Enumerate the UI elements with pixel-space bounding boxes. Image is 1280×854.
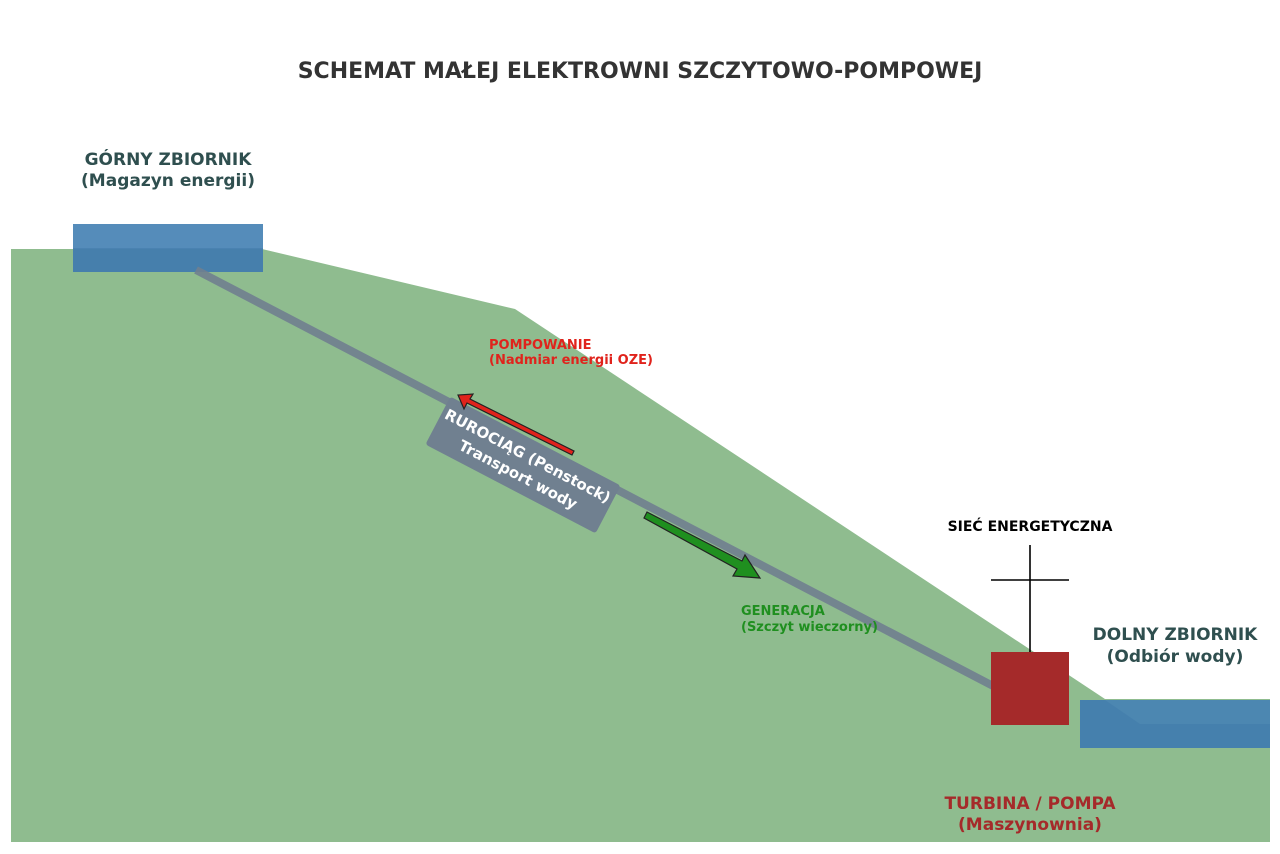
lower-reservoir <box>1080 700 1270 748</box>
pumping-arrow-shape <box>457 393 575 456</box>
pumping-label: POMPOWANIE <box>489 338 592 353</box>
lower-reservoir-water-shade <box>1080 700 1270 748</box>
generation-label: GENERACJA <box>741 604 825 619</box>
generation-arrow-shape <box>643 511 762 579</box>
lower-reservoir-note: (Odbiór wody) <box>1107 647 1244 667</box>
turbine-house <box>991 652 1069 725</box>
turbine-label: TURBINA / POMPA <box>944 794 1116 814</box>
diagram-title: SCHEMAT MAŁEJ ELEKTROWNI SZCZYTOWO-POMPO… <box>298 59 983 84</box>
upper-reservoir-note: (Magazyn energii) <box>81 171 255 191</box>
turbine-note: (Maszynownia) <box>958 815 1102 835</box>
hill-terrain <box>11 249 1270 842</box>
grid-label: SIEĆ ENERGETYCZNA <box>948 517 1113 535</box>
generation-note: (Szczyt wieczorny) <box>741 620 878 635</box>
generation-arrow <box>643 511 762 579</box>
upper-reservoir-water-shade <box>73 248 263 272</box>
pumping-arrow <box>457 393 575 456</box>
pumping-note: (Nadmiar energii OZE) <box>489 353 653 368</box>
upper-reservoir-label: GÓRNY ZBIORNIK <box>85 148 253 170</box>
penstock-label-background <box>426 397 620 533</box>
lower-reservoir-label: DOLNY ZBIORNIK <box>1093 625 1259 645</box>
